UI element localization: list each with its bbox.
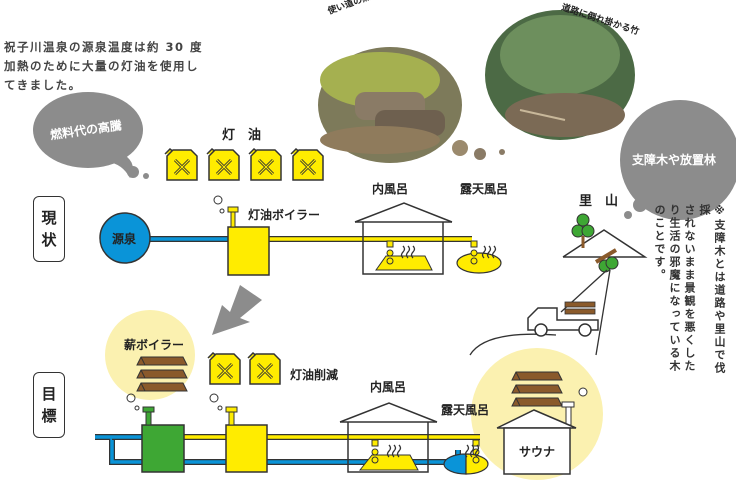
indoor-bath-target-label: 内風呂 — [370, 380, 407, 394]
intro-text: 祝子川温泉の源泉温度は約 30 度 加熱のために大量の灯油を使用し てきました。 — [4, 38, 244, 95]
section-current-char: 状 — [41, 231, 57, 249]
hot-spring-source — [99, 212, 151, 264]
outdoor-bath-target-label: 露天風呂 — [441, 403, 490, 417]
indoor-bath-label: 内風呂 — [372, 182, 409, 196]
fuel-cost-bubble: 燃料代の高騰 — [33, 92, 149, 179]
satoyama-label: 里 山 — [579, 194, 619, 209]
kerosene-reduction-label: 灯油削減 — [290, 368, 339, 382]
kerosene-boiler-target — [225, 406, 268, 473]
section-current-char: 現 — [41, 209, 57, 227]
satoyama-mountain — [469, 213, 648, 356]
obstacle-trees-text: 支障木や放置林 — [631, 152, 716, 167]
note-line: されないまま景観を悪くした — [683, 204, 696, 373]
kerosene-boiler-label: 灯油ボイラー — [248, 208, 321, 222]
section-target-char: 標 — [41, 407, 57, 425]
outdoor-bath-label: 露天風呂 — [460, 182, 509, 196]
note-line: り生活の邪魔になっている木 — [668, 204, 681, 373]
source-label: 源泉 — [112, 231, 137, 246]
transition-arrow-icon — [212, 285, 262, 335]
photo-abandoned-wood — [318, 47, 505, 163]
outdoor-bath-target — [443, 439, 489, 475]
wood-boiler — [141, 406, 185, 473]
obstacle-tree-note: ※支障木とは道路や里山で伐採 されないまま景観を悪くした り生活の邪魔になってい… — [652, 204, 727, 384]
intro-line: てきました。 — [4, 78, 82, 92]
section-target-char: 目 — [41, 385, 57, 403]
firewood-logs — [136, 356, 188, 392]
section-target: 目 標 — [33, 372, 65, 438]
intro-line: 祝子川温泉の源泉温度は約 30 度 — [4, 40, 204, 54]
indoor-bath-target — [339, 402, 438, 473]
indoor-bath-current — [354, 202, 453, 275]
note-line: ※支障木とは道路や里山で伐採 — [698, 204, 726, 375]
outdoor-bath-current — [456, 240, 502, 274]
sauna-building — [496, 371, 588, 475]
intro-line: 加熱のために大量の灯油を使用し — [4, 59, 199, 73]
kerosene-boiler — [213, 195, 270, 276]
kerosene-cans-target — [206, 351, 282, 386]
wood-boiler-label: 薪ボイラー — [124, 338, 185, 352]
photo-fallen-bamboo — [485, 10, 635, 140]
kerosene-label: 灯 油 — [222, 128, 262, 143]
obstacle-trees-bubble: 支障木や放置林 — [620, 100, 736, 220]
section-current: 現 状 — [33, 196, 65, 262]
note-line: のことです。 — [653, 204, 666, 282]
kerosene-cans-current — [163, 147, 325, 182]
sauna-label: サウナ — [519, 445, 556, 459]
truck — [527, 301, 599, 337]
